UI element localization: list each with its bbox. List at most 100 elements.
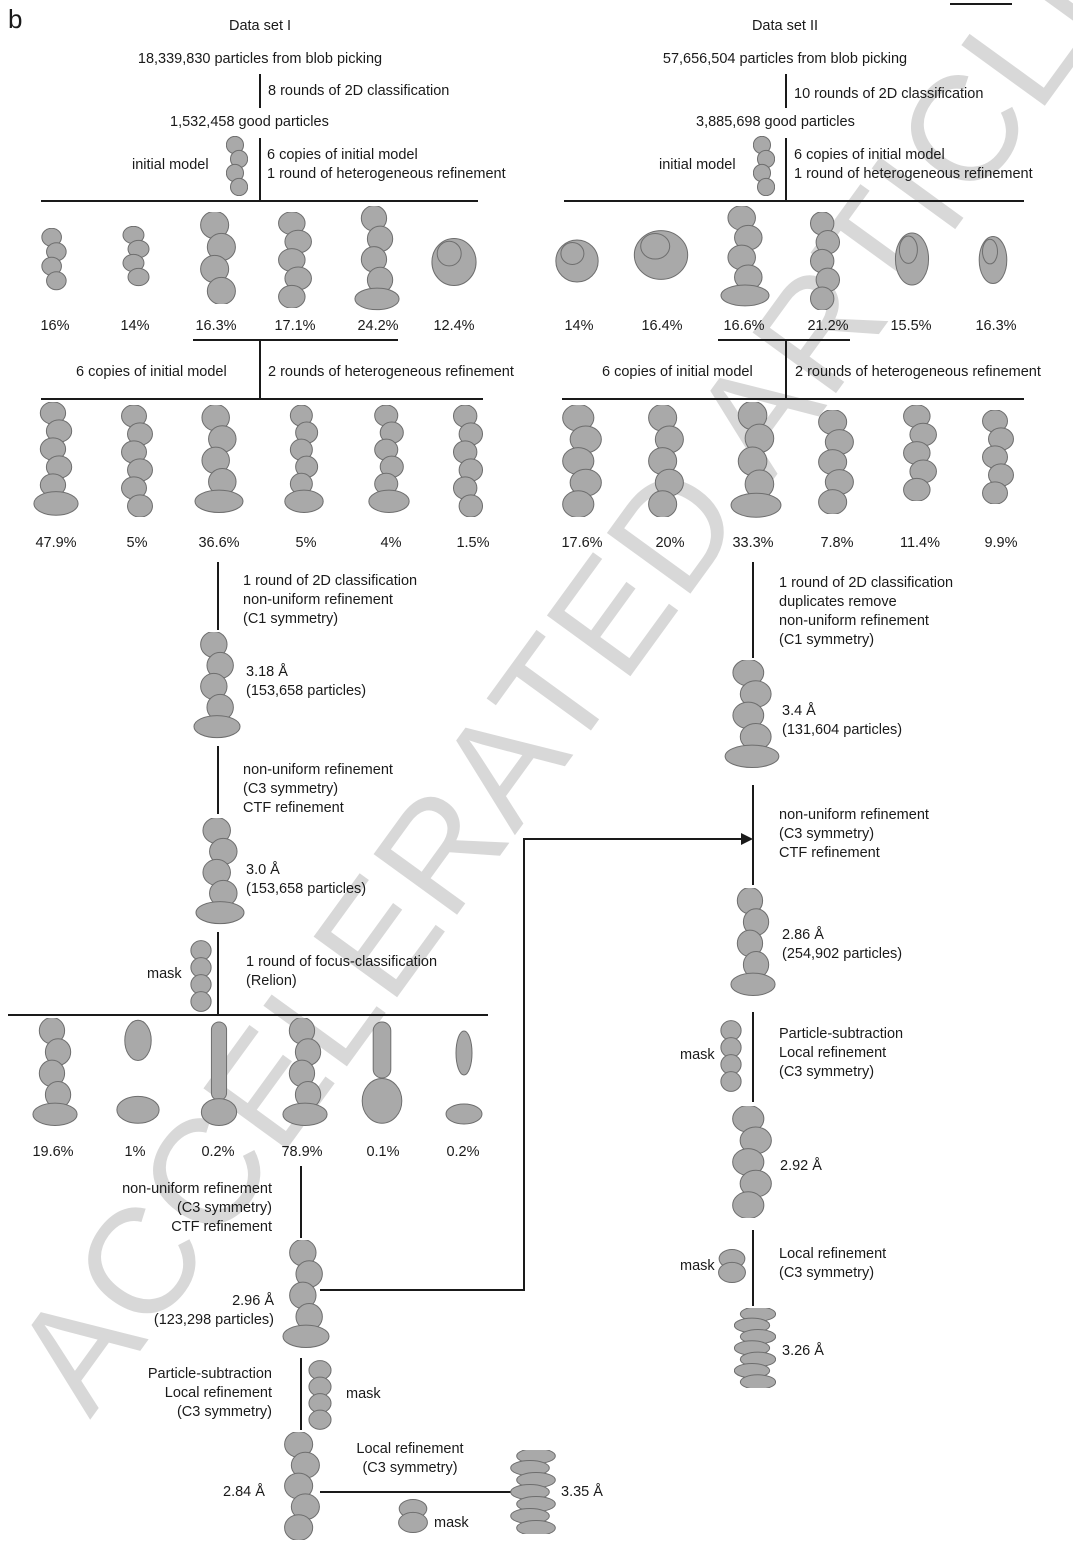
dataset1-map-3-18	[193, 632, 241, 742]
selection-line	[718, 339, 850, 341]
density-map-shape	[282, 1018, 328, 1130]
step1-line: (C1 symmetry)	[243, 610, 417, 629]
branch-line	[41, 398, 483, 400]
dataset1-map-3-35	[510, 1450, 556, 1534]
dataset2-map-2-86	[730, 888, 776, 1000]
dataset2-class-map	[562, 405, 602, 517]
res3-value: 2.96 Å	[104, 1292, 274, 1311]
dataset1-row1-pct: 16.3%	[191, 317, 241, 336]
dataset1-res5: 3.35 Å	[561, 1483, 603, 1502]
density-map-shape	[33, 402, 79, 520]
dataset1-mask3-label: mask	[434, 1514, 469, 1533]
res1-particles: (131,604 particles)	[782, 721, 902, 740]
connector	[752, 562, 754, 658]
dataset1-row3-pct: 0.1%	[358, 1143, 408, 1162]
step3-line: CTF refinement	[72, 1218, 272, 1237]
res2-particles: (153,658 particles)	[246, 880, 366, 899]
dataset2-step2: non-uniform refinement (C3 symmetry) CTF…	[779, 806, 929, 863]
dataset2-row1-pct: 16.3%	[968, 317, 1024, 336]
density-map-shape	[121, 405, 153, 517]
connector	[300, 1358, 302, 1430]
dataset1-mask-label: mask	[147, 965, 182, 984]
dataset1-res3: 2.96 Å (123,298 particles)	[104, 1292, 274, 1330]
density-map-shape	[354, 206, 400, 314]
dataset2-class-map	[978, 232, 1008, 288]
dataset2-title: Data set II	[725, 17, 845, 36]
density-map-shape	[398, 1498, 428, 1534]
dataset1-class-map	[32, 1018, 78, 1130]
step2-line: CTF refinement	[779, 844, 929, 863]
dataset1-class-map	[40, 228, 68, 292]
dataset2-row1-pct: 14%	[554, 317, 604, 336]
step4-line: (C3 symmetry)	[72, 1403, 272, 1422]
branch-line	[564, 200, 1024, 202]
step2-line: CTF refinement	[243, 799, 393, 818]
density-map-shape	[734, 1308, 776, 1388]
dataset2-row2-pct: 9.9%	[976, 534, 1026, 553]
focus-line: (Relion)	[246, 972, 437, 991]
dataset2-copies-2: 6 copies of initial model	[602, 363, 753, 382]
dataset2-row2-pct: 11.4%	[892, 534, 948, 553]
dataset1-class-map	[453, 405, 483, 517]
dataset2-step3: Particle-subtraction Local refinement (C…	[779, 1025, 903, 1082]
res1-particles: (153,658 particles)	[246, 682, 366, 701]
dataset2-het-refinement-2: 2 rounds of heterogeneous refinement	[795, 363, 1041, 382]
focus-line: 1 round of focus-classification	[246, 953, 437, 972]
step4-line: (C3 symmetry)	[779, 1264, 886, 1283]
connector	[217, 562, 219, 630]
dataset1-class-map	[282, 1018, 328, 1130]
density-map-shape	[32, 1018, 78, 1130]
dataset2-class-map	[554, 236, 600, 286]
step1-line: duplicates remove	[779, 593, 953, 612]
density-map-shape	[226, 136, 248, 196]
dataset1-res1: 3.18 Å (153,658 particles)	[246, 663, 366, 701]
density-map-shape	[720, 1020, 742, 1092]
cross-connector	[523, 838, 525, 1291]
dataset1-row2-pct: 47.9%	[26, 534, 86, 553]
dataset2-2d-rounds: 10 rounds of 2D classification	[794, 85, 983, 104]
step2-line: (C3 symmetry)	[243, 780, 393, 799]
density-map-shape	[430, 234, 478, 290]
dataset1-class-map	[354, 206, 400, 314]
density-map-shape	[121, 226, 151, 288]
res2-value: 3.0 Å	[246, 861, 366, 880]
dataset2-class-map	[648, 405, 684, 517]
dataset2-step4: Local refinement (C3 symmetry)	[779, 1245, 886, 1283]
dataset2-initial-model-map	[753, 136, 775, 196]
dataset1-step3: non-uniform refinement (C3 symmetry) CTF…	[72, 1180, 272, 1237]
dataset1-het-refinement-2: 2 rounds of heterogeneous refinement	[268, 363, 514, 382]
dataset2-map-3-26	[734, 1308, 776, 1388]
dataset1-class-map	[430, 234, 478, 290]
dataset1-mask-map-3	[398, 1498, 428, 1534]
dataset1-class-map	[33, 402, 79, 520]
density-map-shape	[894, 228, 930, 290]
dataset1-row3-pct: 0.2%	[193, 1143, 243, 1162]
dataset1-map-2-84	[284, 1432, 320, 1540]
connector	[752, 1012, 754, 1102]
dataset1-row2-pct: 36.6%	[188, 534, 250, 553]
res3-particles: (123,298 particles)	[104, 1311, 274, 1330]
density-map-shape	[632, 226, 690, 284]
connector	[785, 138, 787, 202]
density-map-shape	[193, 632, 241, 742]
density-map-shape	[444, 1028, 484, 1128]
connector	[785, 74, 787, 108]
dataset1-class-map	[194, 405, 244, 517]
dataset2-class-map	[982, 410, 1014, 504]
density-map-shape	[724, 660, 780, 772]
dataset1-row3-pct: 0.2%	[438, 1143, 488, 1162]
density-map-shape	[562, 405, 602, 517]
dataset1-copies-2: 6 copies of initial model	[76, 363, 227, 382]
connector	[259, 74, 261, 108]
dataset2-good-particles: 3,885,698 good particles	[696, 113, 855, 132]
density-map-shape	[284, 1432, 320, 1540]
connector	[259, 339, 261, 399]
density-map-shape	[730, 402, 782, 522]
res1-value: 3.4 Å	[782, 702, 902, 721]
density-map-shape	[554, 236, 600, 286]
dataset2-row1-pct: 21.2%	[800, 317, 856, 336]
dataset1-class-map	[116, 1018, 160, 1130]
dataset1-row1-pct: 17.1%	[270, 317, 320, 336]
density-map-shape	[510, 1450, 556, 1534]
het1-line-2: 1 round of heterogeneous refinement	[794, 165, 1033, 184]
